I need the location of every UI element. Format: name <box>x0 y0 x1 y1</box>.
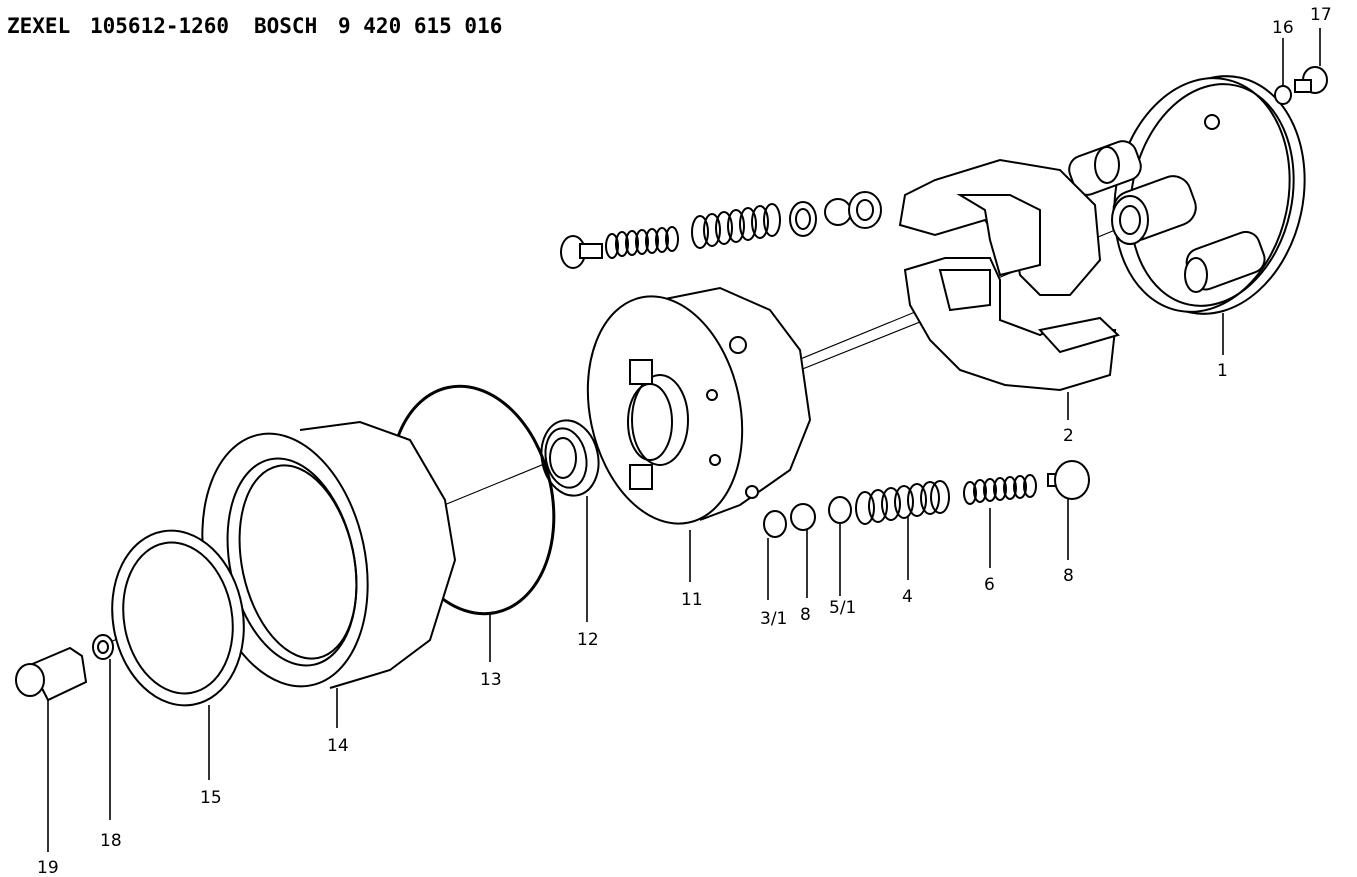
part-15-gasket <box>111 529 245 707</box>
lower-spring-large <box>855 480 950 525</box>
callout-1: 1 <box>1217 361 1228 381</box>
part-17-bolt <box>1294 66 1328 94</box>
leader-lines <box>47 28 1321 852</box>
brand-zexel: ZEXEL <box>7 14 71 38</box>
callout-2: 2 <box>1063 426 1074 446</box>
upper-spring-small <box>605 226 679 259</box>
callout-11: 11 <box>681 590 703 610</box>
callout-18: 18 <box>100 831 122 851</box>
lower-spring-small <box>963 474 1037 505</box>
callout-13: 13 <box>480 670 502 690</box>
callout-14: 14 <box>327 736 349 756</box>
callout-12: 12 <box>577 630 599 650</box>
part-2-flyweights <box>898 158 1120 392</box>
callout-16: 16 <box>1272 18 1294 38</box>
callout-8b: 8 <box>1063 566 1074 586</box>
upper-spring-large <box>691 203 781 249</box>
callout-5-1: 5/1 <box>829 598 856 618</box>
callout-19: 19 <box>37 858 59 877</box>
callout-6: 6 <box>984 575 995 595</box>
part-16-washer <box>1274 85 1292 105</box>
callout-8a: 8 <box>800 605 811 625</box>
callout-4: 4 <box>902 587 913 607</box>
callout-17: 17 <box>1310 5 1332 25</box>
lower-spring-assembly <box>763 460 1090 538</box>
part-11-housing <box>586 286 812 525</box>
part-12-bearing <box>540 419 600 497</box>
upper-spring-assembly <box>560 191 882 269</box>
part-1-flange <box>1068 75 1306 315</box>
zexel-part-number: 105612-1260 <box>90 14 230 38</box>
part-19-plug <box>15 646 88 702</box>
callout-labels: 1 2 3/1 8 5/1 4 6 8 11 12 13 14 15 16 17… <box>37 5 1332 877</box>
bosch-part-number: 9 420 615 016 <box>338 14 503 38</box>
callout-15: 15 <box>200 788 222 808</box>
brand-bosch: BOSCH <box>254 14 318 38</box>
part-18-washer <box>92 634 114 660</box>
callout-3-1: 3/1 <box>760 609 787 629</box>
